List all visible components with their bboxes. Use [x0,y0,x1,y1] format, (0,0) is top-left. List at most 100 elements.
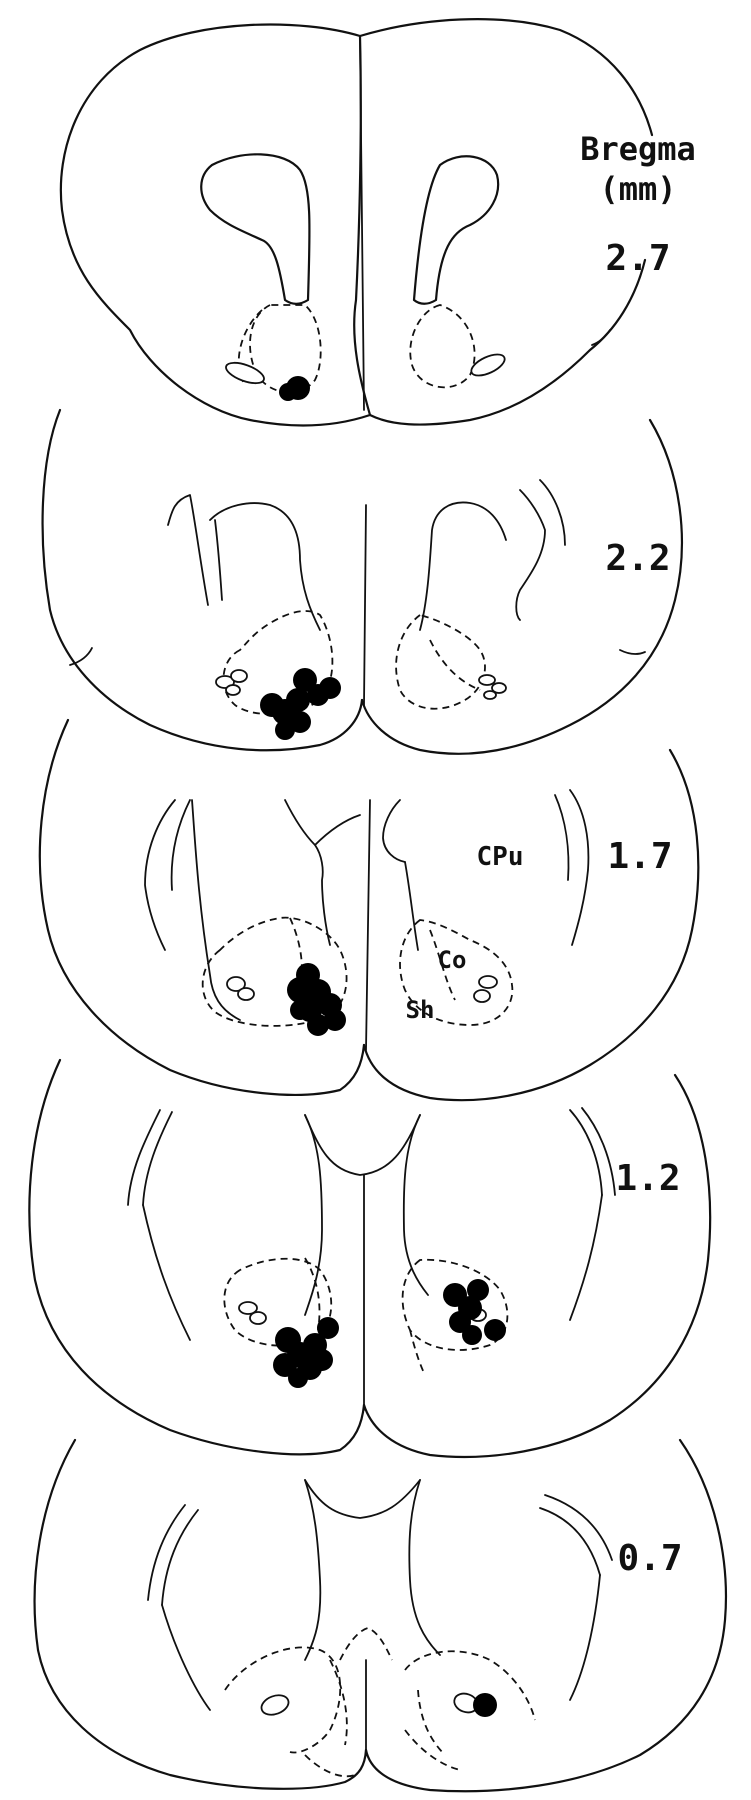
core-label: Co [438,946,467,974]
right-accumbens-outline [404,1650,536,1721]
left-accumbens-outline [224,1646,342,1754]
injection-marker [288,1368,308,1388]
left-ventricle-wall [304,1114,323,1316]
injection-marker [307,1014,329,1036]
left-external-capsule [127,1109,161,1206]
right-lateral-wall [569,789,590,946]
right-commissure [470,353,506,377]
section-2-2: 2.2 [41,408,683,755]
left-hemisphere-outline [41,408,364,752]
right-hemisphere-outline [362,748,700,1102]
right-accumbens-outline [399,919,514,1026]
injection-marker [484,1319,506,1341]
injection-marker [319,677,341,699]
section-label: 2.2 [605,538,670,579]
left-ventricle [200,153,311,305]
right-commissure [491,682,507,694]
left-commissure [249,1311,267,1325]
section-label: 1.7 [607,836,672,877]
left-commissure [260,1694,290,1716]
injection-marker [467,1279,489,1301]
section-1-7: CPu Co Sh 1.7 [38,718,700,1102]
right-ventricle-outer [539,479,566,546]
right-ventricle [419,489,546,631]
right-ventricle-wall [402,1114,429,1296]
left-hemisphere-outline [38,718,366,1096]
left-external-capsule-inner [142,1111,173,1206]
injection-marker [473,1693,497,1717]
right-external-capsule [544,1494,613,1561]
injection-marker [279,383,297,401]
bregma-header: Bregma (mm) [580,130,696,208]
left-ventricle-inner [214,519,223,601]
cpu-label: CPu [477,842,524,872]
right-lateral-wall-inner [554,794,570,881]
right-inner-dashed [409,1329,426,1376]
right-striatum-boundary [569,1194,603,1321]
center-dashed [339,1627,393,1661]
lower-right-dashed [404,1729,461,1771]
right-commissure [478,674,496,686]
right-core-dashed [429,929,456,1001]
right-accumbens-outline [395,614,486,710]
injection-marker [311,1349,333,1371]
right-ventricle [412,155,500,305]
right-striatum-boundary [569,1574,601,1701]
right-inner-dashed [429,639,481,691]
section-0-7: 0.7 [33,1438,728,1793]
left-inner-dashed [304,1257,321,1331]
third-ventricle [304,1114,421,1176]
right-notch [591,329,611,346]
right-hemisphere-outline [358,18,654,426]
right-hemisphere-outline [364,1438,728,1793]
right-external-capsule [569,1109,603,1196]
left-hemisphere-outline [59,23,372,427]
right-commissure [483,690,497,700]
shell-label: Sh [406,996,435,1024]
left-lateral-wall [144,799,176,951]
lower-dashed [304,1754,356,1778]
right-external-capsule-inner [581,1107,616,1196]
left-notch [69,647,93,666]
midline [359,39,365,411]
right-accumbens-outline [409,304,476,389]
section-label: 2.7 [605,238,670,279]
section-2-7: 2.7 [59,18,671,427]
left-striatum-boundary [161,1604,211,1711]
left-lateral-wall-inner [170,799,191,891]
left-commissure [237,987,255,1001]
left-hemisphere-outline [28,1058,366,1456]
injection-marker [317,1317,339,1339]
left-caudate-boundary [191,799,241,1021]
right-external-capsule-inner [539,1507,601,1576]
third-ventricle [304,1479,421,1519]
right-hemisphere-outline [362,1073,712,1458]
right-accumbens-outline [401,1258,509,1351]
left-commissure [230,669,248,683]
right-hemisphere-outline [360,418,683,755]
left-accumbens-outline [249,304,322,394]
left-ventricle [167,494,321,631]
right-ventricle [382,799,406,863]
left-commissure [226,976,246,992]
injection-marker [275,720,295,740]
injection-marker [290,1000,310,1020]
midline [363,504,367,706]
injection-marker [293,668,317,692]
bregma-unit: (mm) [599,170,676,208]
midline [365,799,371,1051]
section-label: 1.2 [615,1158,680,1199]
left-ventricle-cap [314,814,361,846]
section-label: 0.7 [617,1538,682,1579]
right-ventricle-wall [408,1479,441,1656]
right-caudate-boundary [404,861,419,951]
left-commissure [225,361,265,385]
left-commissure [238,1301,258,1315]
injection-marker [324,1009,346,1031]
injection-marker [286,688,310,712]
left-external-capsule [147,1504,186,1601]
left-external-capsule-inner [161,1509,199,1606]
bregma-title: Bregma [580,130,696,168]
left-commissure [225,684,241,696]
left-ventricle-wall [304,1479,322,1661]
